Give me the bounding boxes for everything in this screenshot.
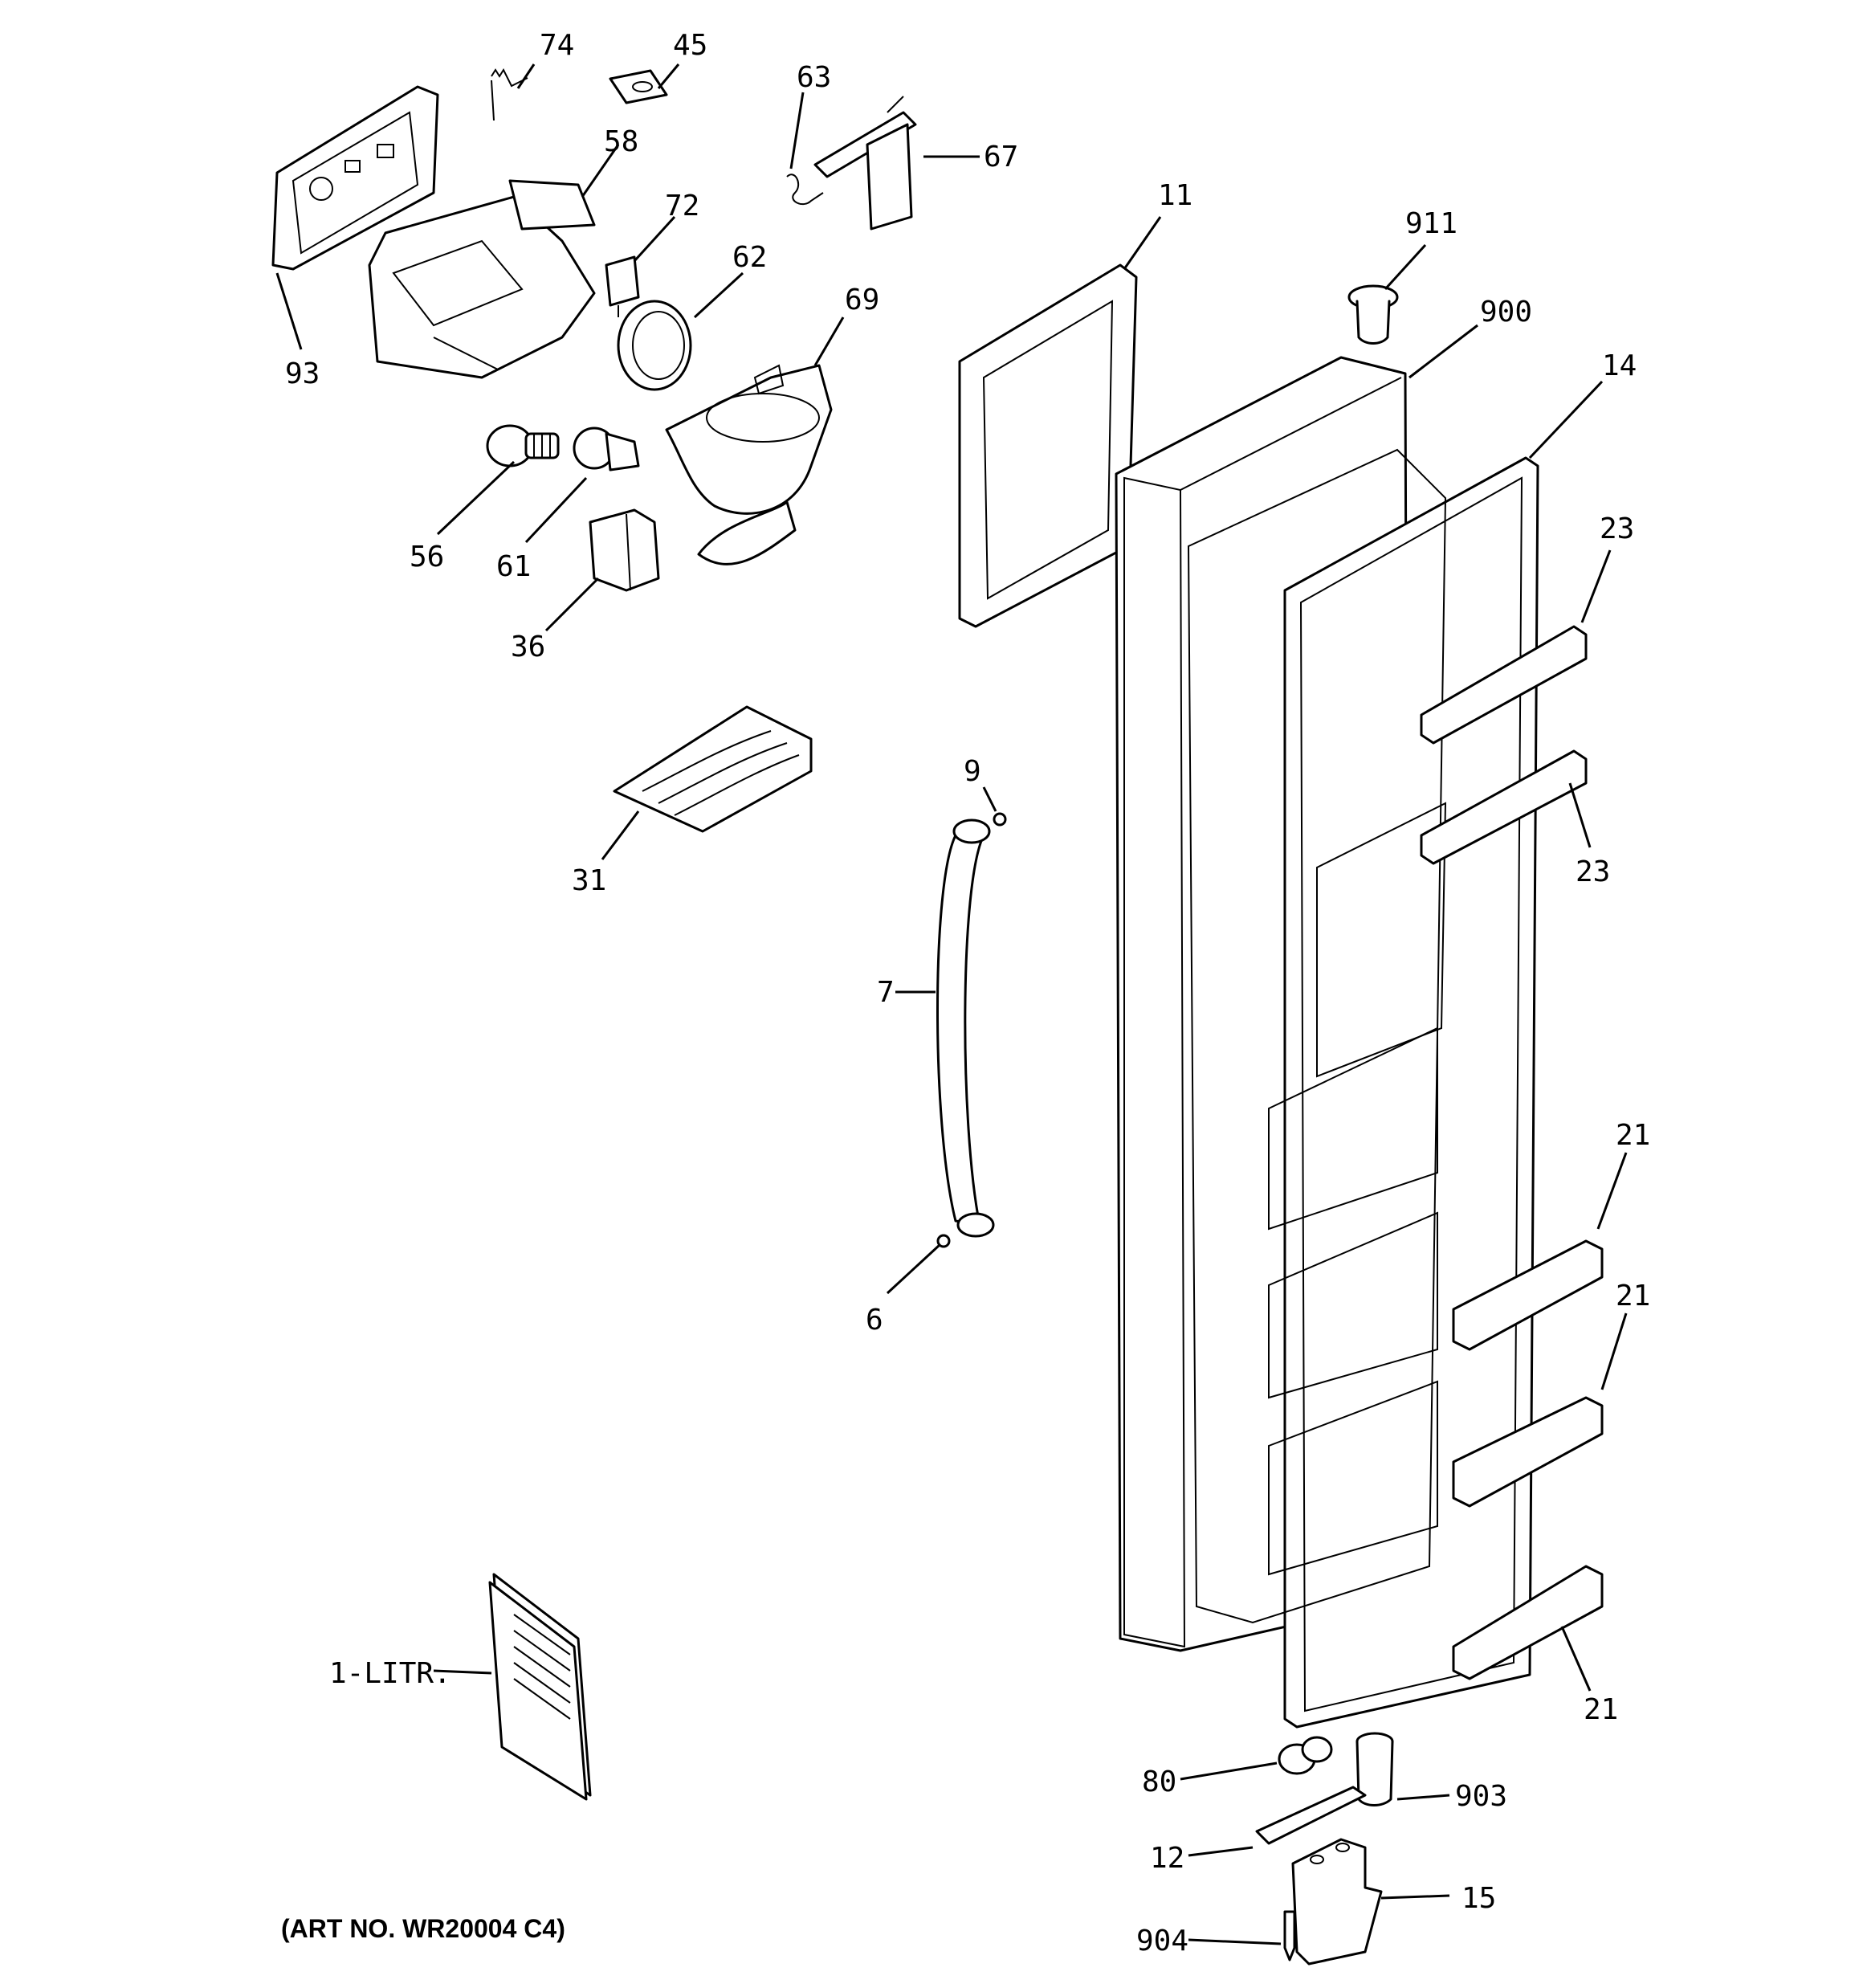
part-63-spring [786, 173, 824, 206]
part-21-bin-middle [1452, 1396, 1604, 1508]
label-14: 14 [1602, 349, 1637, 382]
label-23-upper: 23 [1600, 512, 1634, 545]
part-62-ring [617, 300, 692, 391]
part-45-bracket [609, 69, 668, 104]
part-74-spring [491, 67, 528, 121]
label-1-litr: 1-LITR. [329, 1657, 451, 1690]
part-21-bin-lower [1452, 1565, 1604, 1680]
part-69-ice-chute [665, 364, 833, 565]
label-93: 93 [285, 357, 320, 390]
part-911-bushing [1347, 284, 1399, 345]
part-67-shaft [813, 96, 917, 231]
label-900: 900 [1480, 296, 1532, 329]
leader-lines [275, 63, 1628, 1945]
label-11: 11 [1158, 179, 1192, 212]
label-45: 45 [673, 29, 707, 62]
label-903: 903 [1455, 1780, 1507, 1813]
label-74: 74 [540, 29, 574, 62]
part-904-screw [1283, 1910, 1296, 1961]
part-7-handle [936, 818, 995, 1238]
label-56: 56 [410, 541, 444, 574]
part-23-bin-lower [1420, 749, 1588, 865]
part-58-dispenser-housing [368, 179, 596, 379]
label-80: 80 [1142, 1766, 1176, 1798]
label-21-middle: 21 [1616, 1280, 1650, 1312]
part-61-socket [573, 427, 640, 471]
part-72-switch [605, 255, 640, 317]
label-62: 62 [732, 241, 767, 274]
label-61: 61 [496, 550, 531, 583]
part-23-bin-upper [1420, 625, 1588, 745]
label-9: 9 [964, 755, 981, 788]
label-67: 67 [984, 141, 1018, 173]
label-7: 7 [877, 976, 895, 1009]
label-63: 63 [797, 61, 831, 94]
label-904: 904 [1136, 1925, 1188, 1957]
label-6: 6 [866, 1304, 883, 1337]
part-9-screw [993, 812, 1007, 827]
part-1-litr-literature [488, 1573, 592, 1801]
part-80-bushing [1278, 1736, 1333, 1775]
part-56-light-bulb [486, 424, 560, 467]
label-23-lower: 23 [1576, 855, 1610, 888]
part-15-bottom-hinge [1291, 1838, 1383, 1966]
part-903-hinge-pin [1355, 1732, 1394, 1806]
label-31: 31 [572, 864, 606, 897]
part-14-door-gasket [1187, 448, 1539, 1729]
label-36: 36 [511, 631, 545, 663]
part-36-bracket [589, 508, 660, 592]
label-72: 72 [665, 190, 699, 222]
part-21-bin-upper [1452, 1239, 1604, 1351]
label-69: 69 [845, 284, 879, 316]
art-number: (ART NO. WR20004 C4) [281, 1914, 565, 1943]
part-93-control-board [271, 85, 439, 271]
part-31-drip-tray [613, 705, 813, 833]
label-911: 911 [1405, 207, 1457, 240]
part-11-dispenser-frame [958, 263, 1138, 628]
label-58: 58 [604, 125, 638, 158]
part-12-shim [1255, 1786, 1367, 1845]
label-21-lower: 21 [1584, 1693, 1618, 1726]
label-15: 15 [1461, 1882, 1496, 1915]
label-21-upper: 21 [1616, 1119, 1650, 1152]
part-6-screw [936, 1234, 951, 1248]
label-12: 12 [1150, 1842, 1184, 1875]
callout-labels: 74 45 63 67 58 72 62 69 11 911 900 14 93… [285, 29, 1650, 1957]
